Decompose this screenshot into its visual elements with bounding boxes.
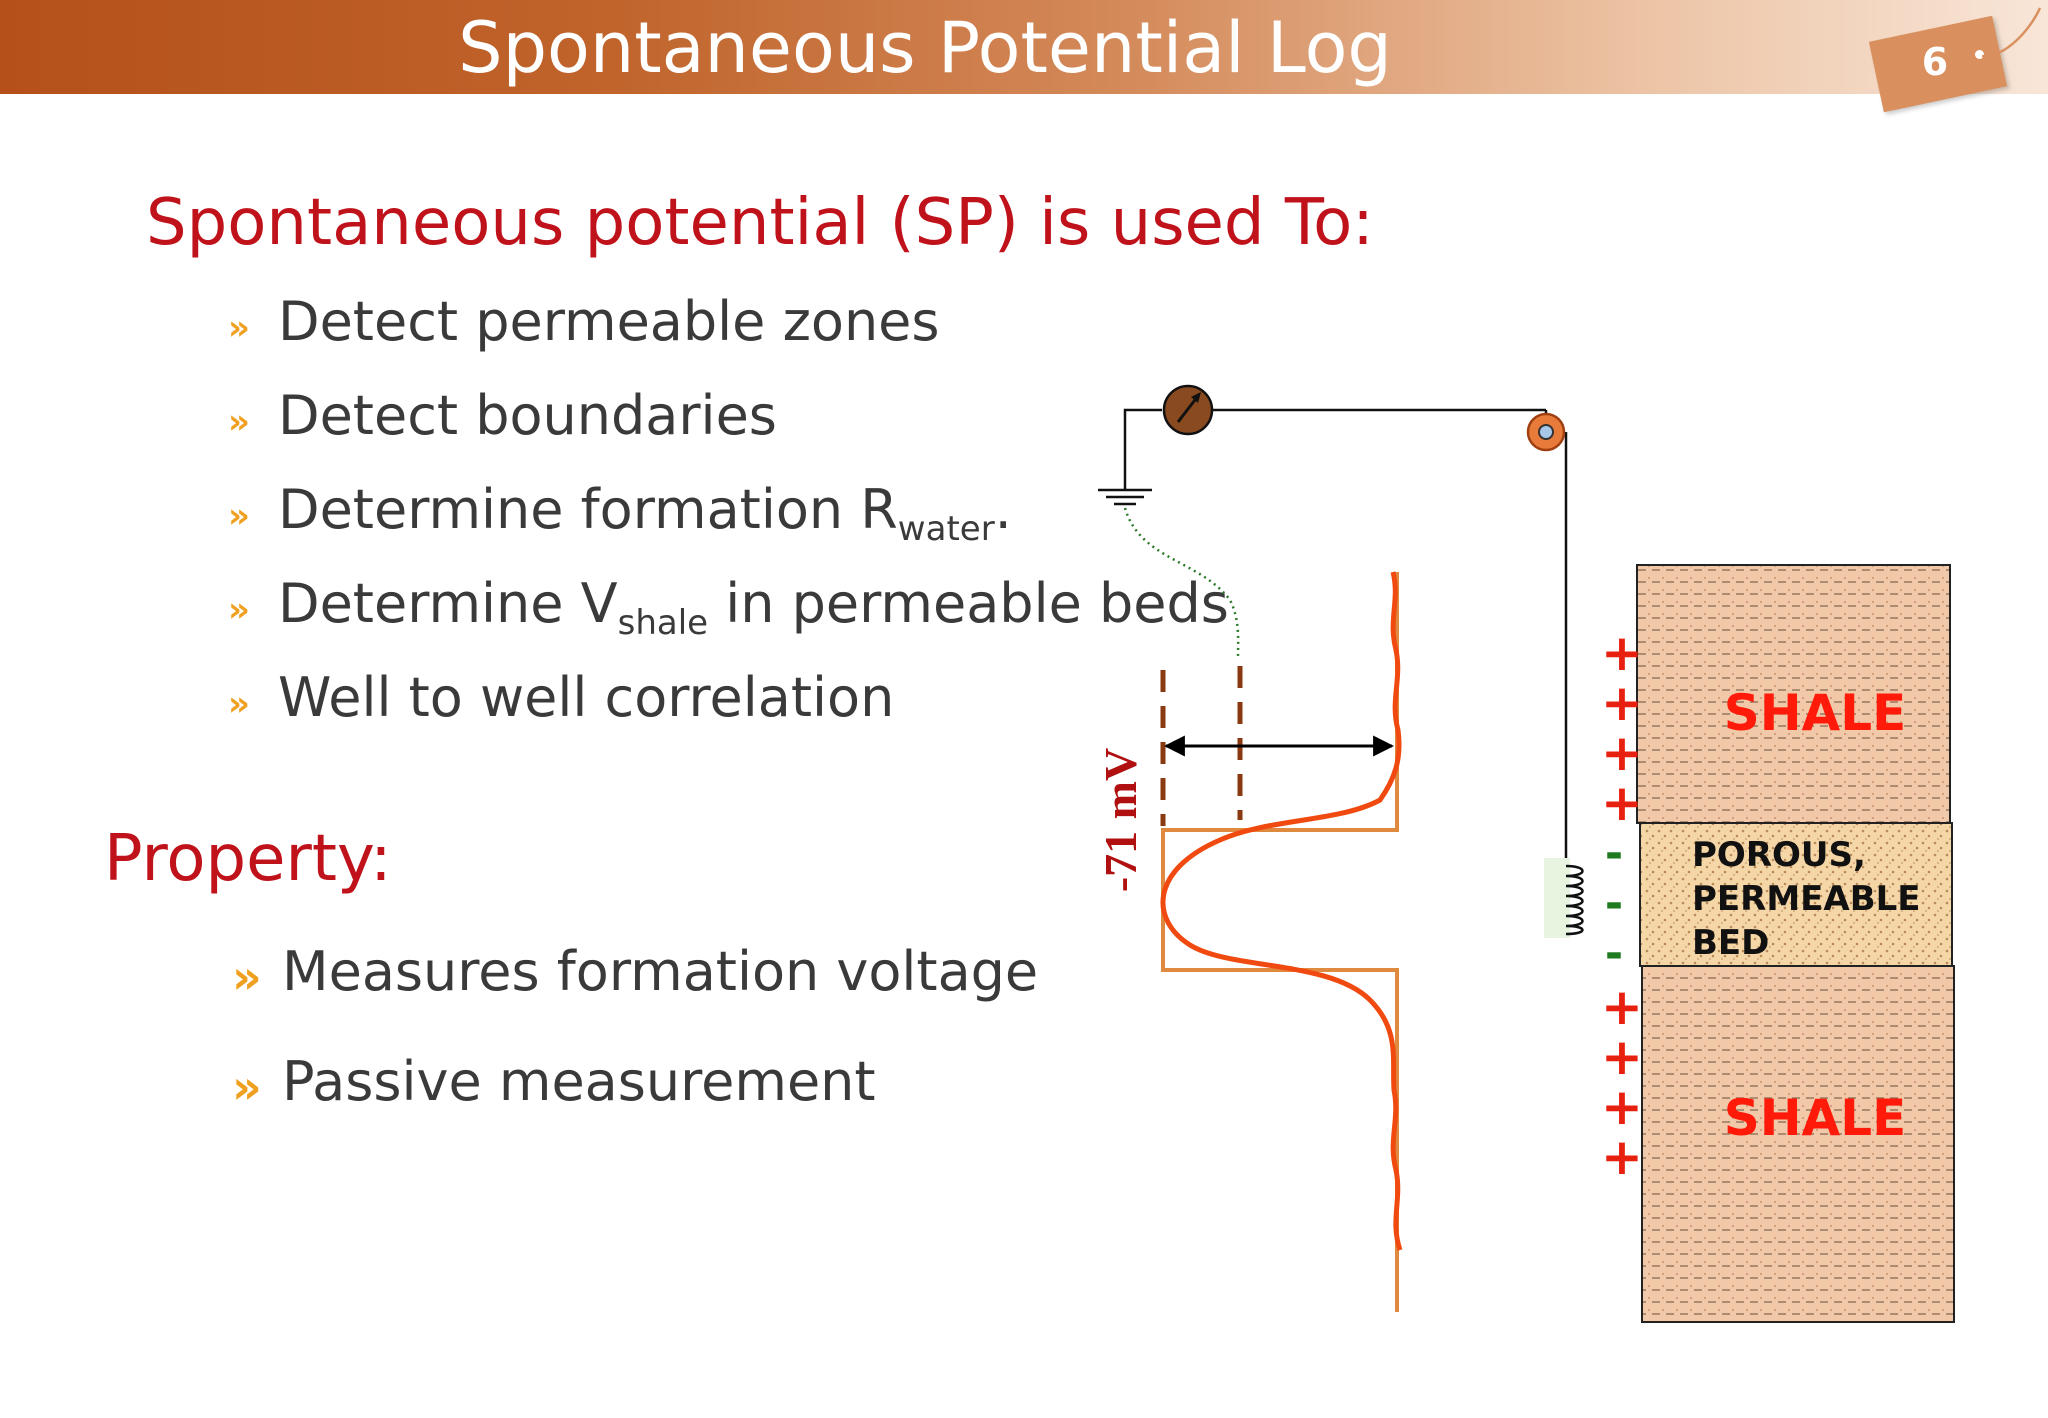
- positive-charge: +: [1601, 724, 1643, 782]
- list-item: Measures formation voltage: [282, 940, 1039, 1003]
- title-bar: [0, 0, 2048, 94]
- shale-layer-lower: [1641, 965, 1955, 1323]
- bullet-arrow-icon: »: [228, 684, 250, 724]
- positive-charge: +: [1601, 1028, 1643, 1086]
- negative-charge: -: [1605, 878, 1623, 929]
- list-item: Passive measurement: [282, 1050, 876, 1113]
- millivolt-label: -71 mV: [1095, 748, 1146, 892]
- circuit-wire: [1123, 408, 1162, 490]
- list-item: Detect boundaries: [278, 384, 777, 447]
- list-item: Well to well correlation: [278, 666, 895, 729]
- slide-title: Spontaneous Potential Log: [458, 7, 1392, 89]
- porous-layer: [1639, 822, 1953, 967]
- positive-charge: +: [1601, 978, 1643, 1036]
- pulley-icon: [1526, 412, 1566, 452]
- list-item: Determine formation Rwater.: [278, 478, 1012, 549]
- positive-charge: +: [1601, 774, 1643, 832]
- porous-label-line1: POROUS,: [1692, 835, 1866, 875]
- positive-charge: +: [1601, 624, 1643, 682]
- list-item: Detect permeable zones: [278, 290, 940, 353]
- positive-charge: +: [1601, 674, 1643, 732]
- bullet-arrow-icon: »: [232, 950, 262, 1004]
- shale-layer-upper: [1636, 564, 1951, 824]
- section-heading-property: Property:: [104, 822, 392, 896]
- list-item: Determine Vshale in permeable beds: [278, 572, 1229, 643]
- bullet-arrow-icon: »: [228, 402, 250, 442]
- ground-lead: [1123, 507, 1240, 659]
- negative-charge: -: [1605, 828, 1623, 879]
- shale-label-upper: SHALE: [1724, 684, 1907, 742]
- tag-hole-icon: [1975, 50, 1984, 59]
- bullet-arrow-icon: »: [228, 496, 250, 536]
- tag-string: [1981, 7, 2042, 58]
- shale-label-lower: SHALE: [1724, 1089, 1907, 1147]
- positive-charge: +: [1601, 1078, 1643, 1136]
- porous-label-line2: PERMEABLE: [1692, 879, 1921, 919]
- slide-number: 6: [1921, 40, 1949, 84]
- sp-baseline-box: [1161, 572, 1399, 1312]
- section-heading-uses: Spontaneous potential (SP) is used To:: [146, 186, 1374, 260]
- voltmeter-icon: [1162, 384, 1214, 436]
- bullet-arrow-icon: »: [228, 308, 250, 348]
- negative-charge: -: [1605, 928, 1623, 979]
- bullet-arrow-icon: »: [228, 590, 250, 630]
- sp-curve: [1160, 571, 1403, 1251]
- electrode-coil-icon: [1544, 858, 1584, 938]
- ground-icon: [1098, 488, 1152, 506]
- positive-charge: +: [1601, 1128, 1643, 1186]
- porous-label-line3: BED: [1692, 923, 1769, 963]
- bullet-arrow-icon: »: [232, 1060, 262, 1114]
